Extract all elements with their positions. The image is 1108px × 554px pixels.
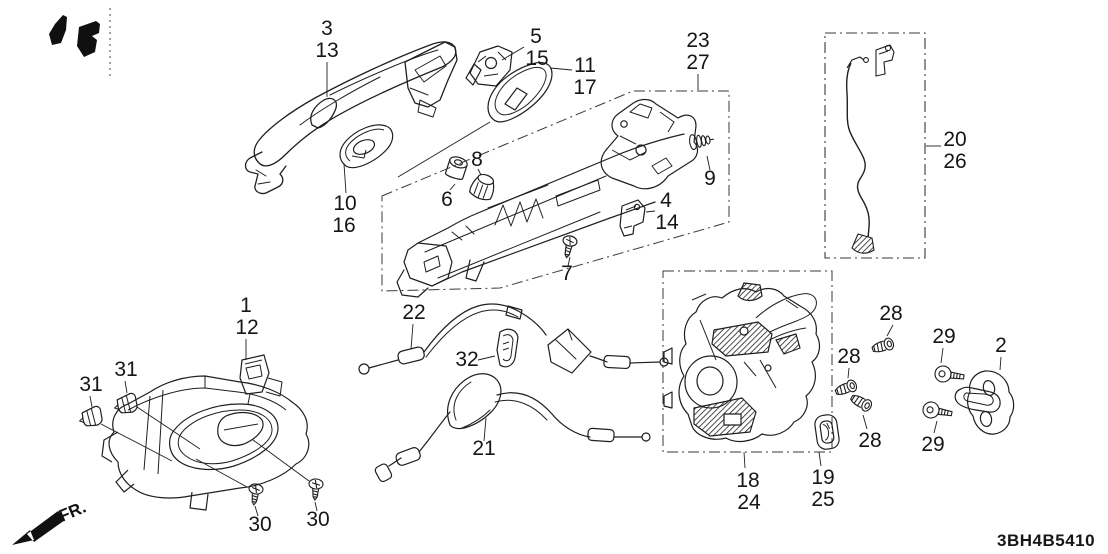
screw-part [308,478,324,501]
callout-label: 30 [248,513,271,536]
callout-label: 21 [472,437,495,460]
diagram-code: 3BH4B5410 [997,531,1095,550]
handle-cap-part [468,173,495,201]
callout-label: 6 [441,188,453,211]
callout-label: 25 [811,488,834,511]
fr-label: FR. [56,497,89,525]
screw-part [248,483,264,506]
clip-part [79,405,103,427]
callout-label: 11 [574,54,596,77]
body-reference-icons [49,8,111,80]
lock-bracket-part [465,45,513,87]
callout-labels: 3 13 5 15 11 17 23 27 20 26 8 6 10 16 4 … [79,17,1007,536]
callout-label: 16 [332,214,355,237]
callout-label: 17 [573,76,596,99]
screw-part [850,395,873,412]
handle-bushing-part [444,156,468,180]
callout-label: 18 [736,469,759,492]
cable-cover-part [496,328,519,368]
callout-label: 32 [455,348,478,371]
callout-label: 12 [235,316,258,339]
callout-label: 13 [315,39,338,62]
striker-screws [922,365,965,419]
callout-label: 15 [525,47,548,70]
handle-base-bracket-part [396,133,685,298]
fr-arrow-icon [12,511,65,545]
handle-clips [79,392,138,427]
callout-label: 9 [704,167,716,190]
callout-label: 22 [402,301,425,324]
screw-part [871,337,895,353]
callout-label: 20 [943,128,966,151]
callout-label: 5 [530,25,542,48]
screw-part [834,379,858,395]
callout-label: 7 [561,262,573,285]
lock-rod-part [845,62,870,239]
callout-label: 14 [655,211,679,234]
callout-label: 29 [921,433,944,456]
body-silhouette-icon [77,21,100,57]
screw-part [922,401,953,419]
callout-label: 4 [660,189,672,212]
latch-grommet-part [814,414,840,450]
lock-cable-part [358,303,669,375]
body-silhouette-icon [49,15,67,45]
leader-lines [89,46,1002,517]
latch-screws [834,337,895,412]
front-direction-indicator: FR. [12,497,89,545]
handle-seal-plate-part [339,124,394,169]
push-clip-part [689,134,714,151]
handle-actuator-part [600,98,699,190]
rod-clip-part [875,44,895,77]
clip-part [114,392,138,414]
callout-label: 26 [943,150,966,173]
screw-part [562,235,578,259]
handle-gasket-part [487,61,553,123]
rod-assembly-box [824,32,926,259]
callout-label: 28 [879,302,902,325]
callout-label: 30 [306,508,329,531]
callout-label: 8 [471,148,483,171]
callout-label: 31 [114,358,137,381]
latch-assembly-box [662,270,833,453]
assembly-boundary-2327 [381,90,730,292]
rod-clip-part [619,199,646,237]
callout-label: 31 [79,373,102,396]
callout-label: 19 [811,466,834,489]
screw-part [934,365,965,383]
outer-door-handle-part [244,41,458,195]
unlock-cable-part [374,373,651,483]
grease-point [851,233,875,254]
callout-label: 27 [686,51,709,74]
callout-label: 23 [686,29,709,52]
callout-label: 2 [995,334,1007,357]
inner-handle-assembly-part [101,354,310,511]
callout-label: 1 [240,294,252,317]
callout-label: 29 [932,325,955,348]
callout-label: 28 [837,345,860,368]
door-latch-assembly-part [663,282,821,443]
callout-label: 10 [333,192,356,215]
callout-label: 3 [321,17,333,40]
inner-handle-screws [248,478,324,506]
door-striker-part [954,370,1015,435]
callout-label: 24 [737,491,761,514]
callout-label: 28 [858,429,881,452]
